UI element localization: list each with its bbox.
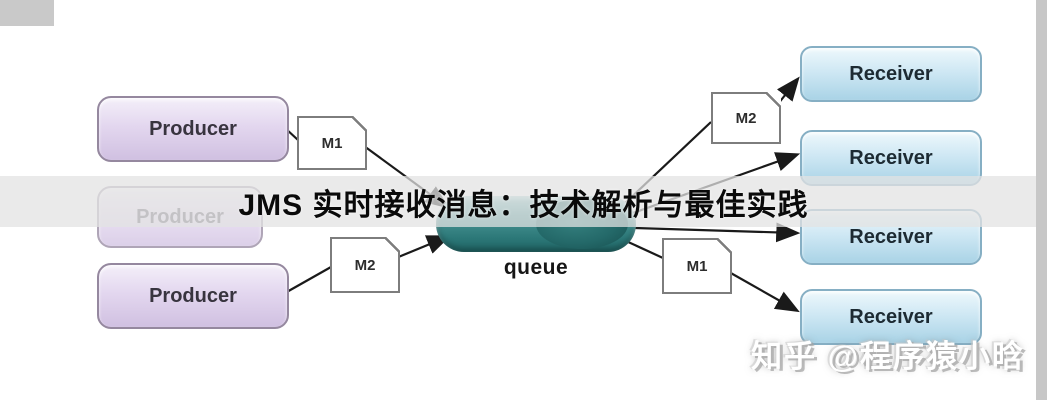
receiver-label: Receiver: [849, 146, 933, 169]
producer-node-3: Producer: [97, 263, 289, 329]
message-box-m2-right: M2: [711, 92, 781, 144]
message-box-m2-left: M2: [330, 237, 400, 293]
watermark: 知乎 @程序猿小晗: [751, 339, 1025, 374]
folded-corner-icon: [717, 238, 732, 253]
arrow-m1-right-to-receiver4: [728, 271, 800, 313]
producer-label: Producer: [149, 117, 237, 140]
top-left-edge-patch: [0, 0, 54, 26]
message-label: M2: [354, 256, 376, 274]
producer-node-1: Producer: [97, 96, 289, 162]
folded-corner-icon: [766, 92, 781, 107]
message-box-m1-left: M1: [297, 116, 367, 170]
right-edge-strip: [1036, 0, 1047, 400]
receiver-node-1: Receiver: [800, 46, 982, 102]
title-banner: JMS 实时接收消息：技术解析与最佳实践: [0, 176, 1047, 227]
queue-label: queue: [503, 256, 569, 279]
arrow-m2-to-queue: [395, 235, 452, 260]
producer-label: Producer: [149, 284, 237, 307]
receiver-label: Receiver: [849, 62, 933, 85]
folded-corner-icon: [352, 116, 367, 131]
receiver-label: Receiver: [849, 305, 933, 328]
page-title: JMS 实时接收消息：技术解析与最佳实践: [238, 188, 809, 222]
message-label: M1: [321, 134, 343, 152]
message-label: M2: [735, 109, 757, 127]
receiver-node-4: Receiver: [800, 289, 982, 345]
arrow-producer3-to-m2: [284, 266, 332, 294]
receiver-label: Receiver: [849, 225, 933, 248]
message-label: M1: [686, 257, 708, 275]
folded-corner-icon: [385, 237, 400, 252]
message-box-m1-right: M1: [662, 238, 732, 294]
arrow-queue-to-receiver3: [633, 222, 801, 243]
